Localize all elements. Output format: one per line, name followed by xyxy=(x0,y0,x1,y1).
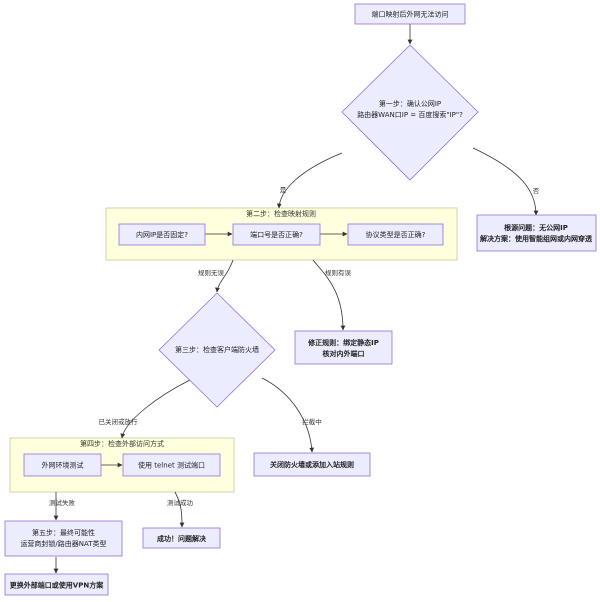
edge-label-blocked: 拦截中 xyxy=(302,417,322,426)
close-firewall-node: 关闭防火墙或添加入站规则 xyxy=(253,452,371,477)
start-node: 端口映射后外网无法访问 xyxy=(354,3,466,25)
no-public-ip-line1: 根源问题：无公网IP xyxy=(504,223,568,232)
edge-label-yes: 是 xyxy=(280,186,287,194)
edge-label-test-ok: 测试成功 xyxy=(167,498,194,507)
edge-step3-closed xyxy=(120,379,191,439)
step2-group-label: 第二步：检查映射规则 xyxy=(246,209,316,218)
close-firewall-label: 关闭防火墙或添加入站规则 xyxy=(270,460,354,469)
step1-line1: 第一步：确认公网IP xyxy=(379,99,441,108)
protocol-correct-node: 协议类型是否正确? xyxy=(347,223,444,246)
step3-decision: 第三步：检查客户端防火墙 xyxy=(158,292,276,408)
vpn-node: 更换外部端口或使用VPN方案 xyxy=(4,573,109,596)
edge-step3-blocked xyxy=(261,377,315,453)
telnet-test-node: 使用 telnet 测试端口 xyxy=(122,453,221,477)
edge-step1-no xyxy=(472,147,539,216)
fix-rule-line1: 修正规则：绑定静态IP xyxy=(307,338,379,347)
edge-rule-ok xyxy=(215,259,234,293)
step3-label: 第三步：检查客户端防火墙 xyxy=(175,345,259,354)
edge-step1-yes xyxy=(276,152,343,209)
vpn-label: 更换外部端口或使用VPN方案 xyxy=(10,581,104,590)
no-public-ip-node: 根源问题：无公网IP 解决方案：使用智能组网或内网穿透 xyxy=(476,214,597,252)
edge-label-closed: 已关闭或放行 xyxy=(99,417,139,426)
external-test-label: 外网环境测试 xyxy=(42,461,84,470)
lan-ip-fixed-node: 内网IP是否固定? xyxy=(118,223,206,246)
step4-group-label: 第四步：检查外部访问方式 xyxy=(80,439,164,448)
port-correct-label: 端口号是否正确? xyxy=(250,230,303,239)
step5-node: 第五步：最终可能性 运营商封锁/路由器NAT类型 xyxy=(4,520,123,557)
protocol-correct-label: 协议类型是否正确? xyxy=(366,230,426,239)
fix-rule-node: 修正规则：绑定静态IP 核对内外端口 xyxy=(294,330,393,365)
external-test-node: 外网环境测试 xyxy=(23,453,102,477)
edge-rule-bad xyxy=(312,259,346,331)
edge-label-test-fail: 测试失败 xyxy=(49,498,76,507)
telnet-test-label: 使用 telnet 测试端口 xyxy=(138,461,205,470)
edge-test-ok xyxy=(174,491,185,528)
success-node: 成功！问题解决 xyxy=(142,527,221,549)
no-public-ip-line2: 解决方案：使用智能组网或内网穿透 xyxy=(480,234,592,243)
step5-line1: 第五步：最终可能性 xyxy=(32,528,95,537)
step1-decision: 第一步：确认公网IP 路由器WAN口IP = 百度搜索"IP"? xyxy=(341,44,479,181)
edge-label-no: 否 xyxy=(533,187,540,195)
edge-label-rule-bad: 规则有误 xyxy=(325,268,352,277)
lan-ip-fixed-label: 内网IP是否固定? xyxy=(136,230,188,239)
port-correct-node: 端口号是否正确? xyxy=(232,223,321,246)
edge-label-rule-ok: 规则无误 xyxy=(198,268,225,277)
fix-rule-line2: 核对内外端口 xyxy=(323,349,365,358)
step1-line2: 路由器WAN口IP = 百度搜索"IP"? xyxy=(357,110,463,119)
step5-line2: 运营商封锁/路由器NAT类型 xyxy=(20,539,106,548)
start-node-label: 端口映射后外网无法访问 xyxy=(372,10,449,19)
success-label: 成功！问题解决 xyxy=(157,534,207,543)
